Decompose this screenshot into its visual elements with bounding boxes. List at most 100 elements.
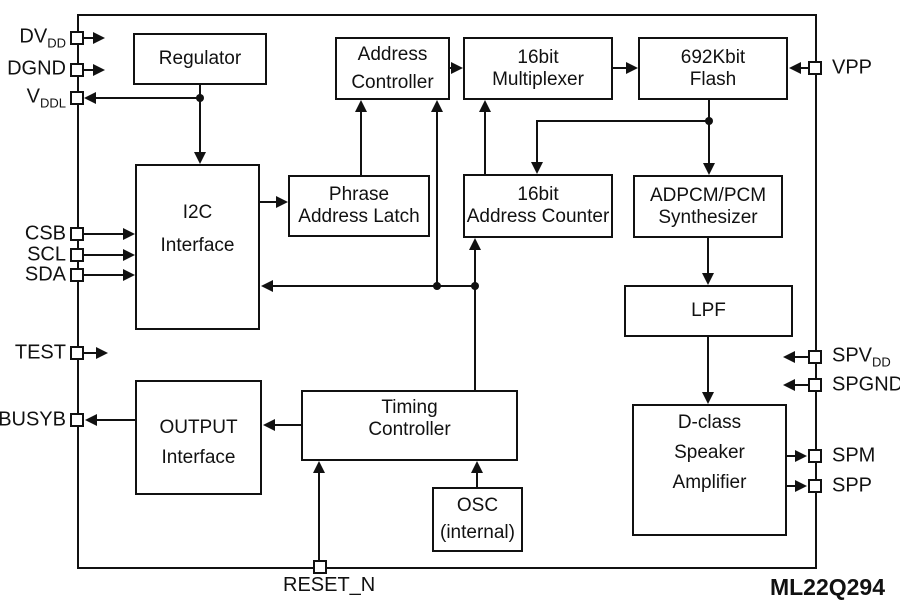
pin-label-dgnd: DGND [7,57,66,80]
junction-dot [471,282,479,290]
wire-synthesizer-to-lpf [707,238,709,273]
wire-dclass-to-spp [787,485,797,487]
wire-flash-branch [537,120,710,122]
pin-busyb [70,413,84,427]
arrowhead-right-icon [795,450,807,462]
block-output-interface: OUTPUT Interface [135,380,262,495]
block-label: 16bit [517,46,559,68]
pin-scl [70,248,84,262]
arrowhead-down-icon [703,163,715,175]
pin-spm [808,449,822,463]
block-regulator: Regulator [133,33,267,85]
pin-sda [70,268,84,282]
pin-spvdd [808,350,822,364]
arrowhead-left-icon [263,419,275,431]
arrowhead-right-icon [96,347,108,359]
wire-address-counter-to-multiplexer [484,112,486,174]
wire-dvdd [84,37,96,39]
block-16bit-address-counter: 16bit Address Counter [463,174,613,238]
block-label: Synthesizer [658,206,758,228]
wire-timing-to-address-counter [474,250,476,390]
wire-phrase-latch-to-address-controller [360,112,362,175]
wire-multiplexer-to-flash [613,67,628,69]
block-label: Speaker [674,442,745,463]
arrowhead-left-icon [84,92,96,104]
block-16bit-multiplexer: 16bit Multiplexer [463,37,613,100]
pin-label-busyb: BUSYB [0,408,66,431]
arrowhead-left-icon [85,414,97,426]
wire-vpp-to-flash [800,67,808,69]
pin-label-dvdd: DVDD [19,25,66,51]
block-label: D-class [677,412,742,433]
pin-vpp [808,61,822,75]
pin-label-vpp: VPP [832,56,873,79]
arrowhead-down-icon [194,152,206,164]
block-label: Regulator [158,48,242,69]
wire-flash-to-synthesizer [708,100,710,163]
arrowhead-down-icon [702,392,714,404]
pin-label-spp: SPP [832,474,873,497]
chip-boundary [77,14,817,569]
pin-test [70,346,84,360]
block-label: Controller [351,71,434,93]
arrowhead-right-icon [93,32,105,44]
arrowhead-up-icon [355,100,367,112]
wire-lpf-to-dclass [707,337,709,392]
block-label: Controller [368,418,451,440]
wire-flash-to-address-counter [536,120,538,162]
arrowhead-up-icon [469,238,481,250]
block-lpf: LPF [624,285,793,337]
pin-label-scl: SCL [27,243,66,266]
block-adpcm-pcm-synthesizer: ADPCM/PCM Synthesizer [633,175,783,238]
block-label: Amplifier [672,472,747,493]
block-phrase-address-latch: Phrase Address Latch [288,175,430,237]
block-label: OSC [456,495,499,516]
block-label: Address Counter [466,206,610,227]
arrowhead-up-icon [431,100,443,112]
pin-label-vddl: VDDL [26,85,66,111]
block-label: 692Kbit [680,46,746,68]
block-label: Timing [381,396,438,418]
junction-dot [433,282,441,290]
wire-osc-to-timing [476,473,478,487]
wire-regulator-to-i2c [199,85,201,154]
pin-label-spvdd: SPVDD [832,344,891,370]
pin-label-sda: SDA [24,263,66,286]
block-label: (internal) [440,522,515,543]
block-label: 16bit [517,184,559,205]
arrowhead-right-icon [93,64,105,76]
wire-bus-to-address-controller [436,112,438,286]
arrowhead-down-icon [531,162,543,174]
arrowhead-up-icon [471,461,483,473]
pin-spp [808,479,822,493]
arrowhead-left-icon [261,280,273,292]
block-label: Phrase [328,184,390,205]
arrowhead-right-icon [626,62,638,74]
wire-resetn-to-timing [318,473,320,561]
block-label: Interface [160,234,235,256]
wire-test [84,352,98,354]
block-label: OUTPUT [159,416,238,438]
wire-dgnd [84,69,96,71]
wire-spvdd [794,356,808,358]
arrowhead-right-icon [451,62,463,74]
pin-dvdd [70,31,84,45]
arrowhead-right-icon [123,269,135,281]
pin-dgnd [70,63,84,77]
block-osc-internal: OSC (internal) [432,487,523,552]
arrowhead-down-icon [702,273,714,285]
pin-resetn [313,560,327,574]
block-address-controller: Address Controller [335,37,450,100]
block-label: Flash [689,68,737,90]
block-timing-controller: Timing Controller [301,390,518,461]
wire-sda-to-i2c [84,274,124,276]
arrowhead-right-icon [795,480,807,492]
arrowhead-left-icon [783,351,795,363]
wire-i2c-to-phrase-latch [260,201,277,203]
pin-csb [70,227,84,241]
junction-dot [196,94,204,102]
block-label: Multiplexer [492,68,584,90]
pin-spgnd [808,378,822,392]
block-692kbit-flash: 692Kbit Flash [638,37,788,100]
